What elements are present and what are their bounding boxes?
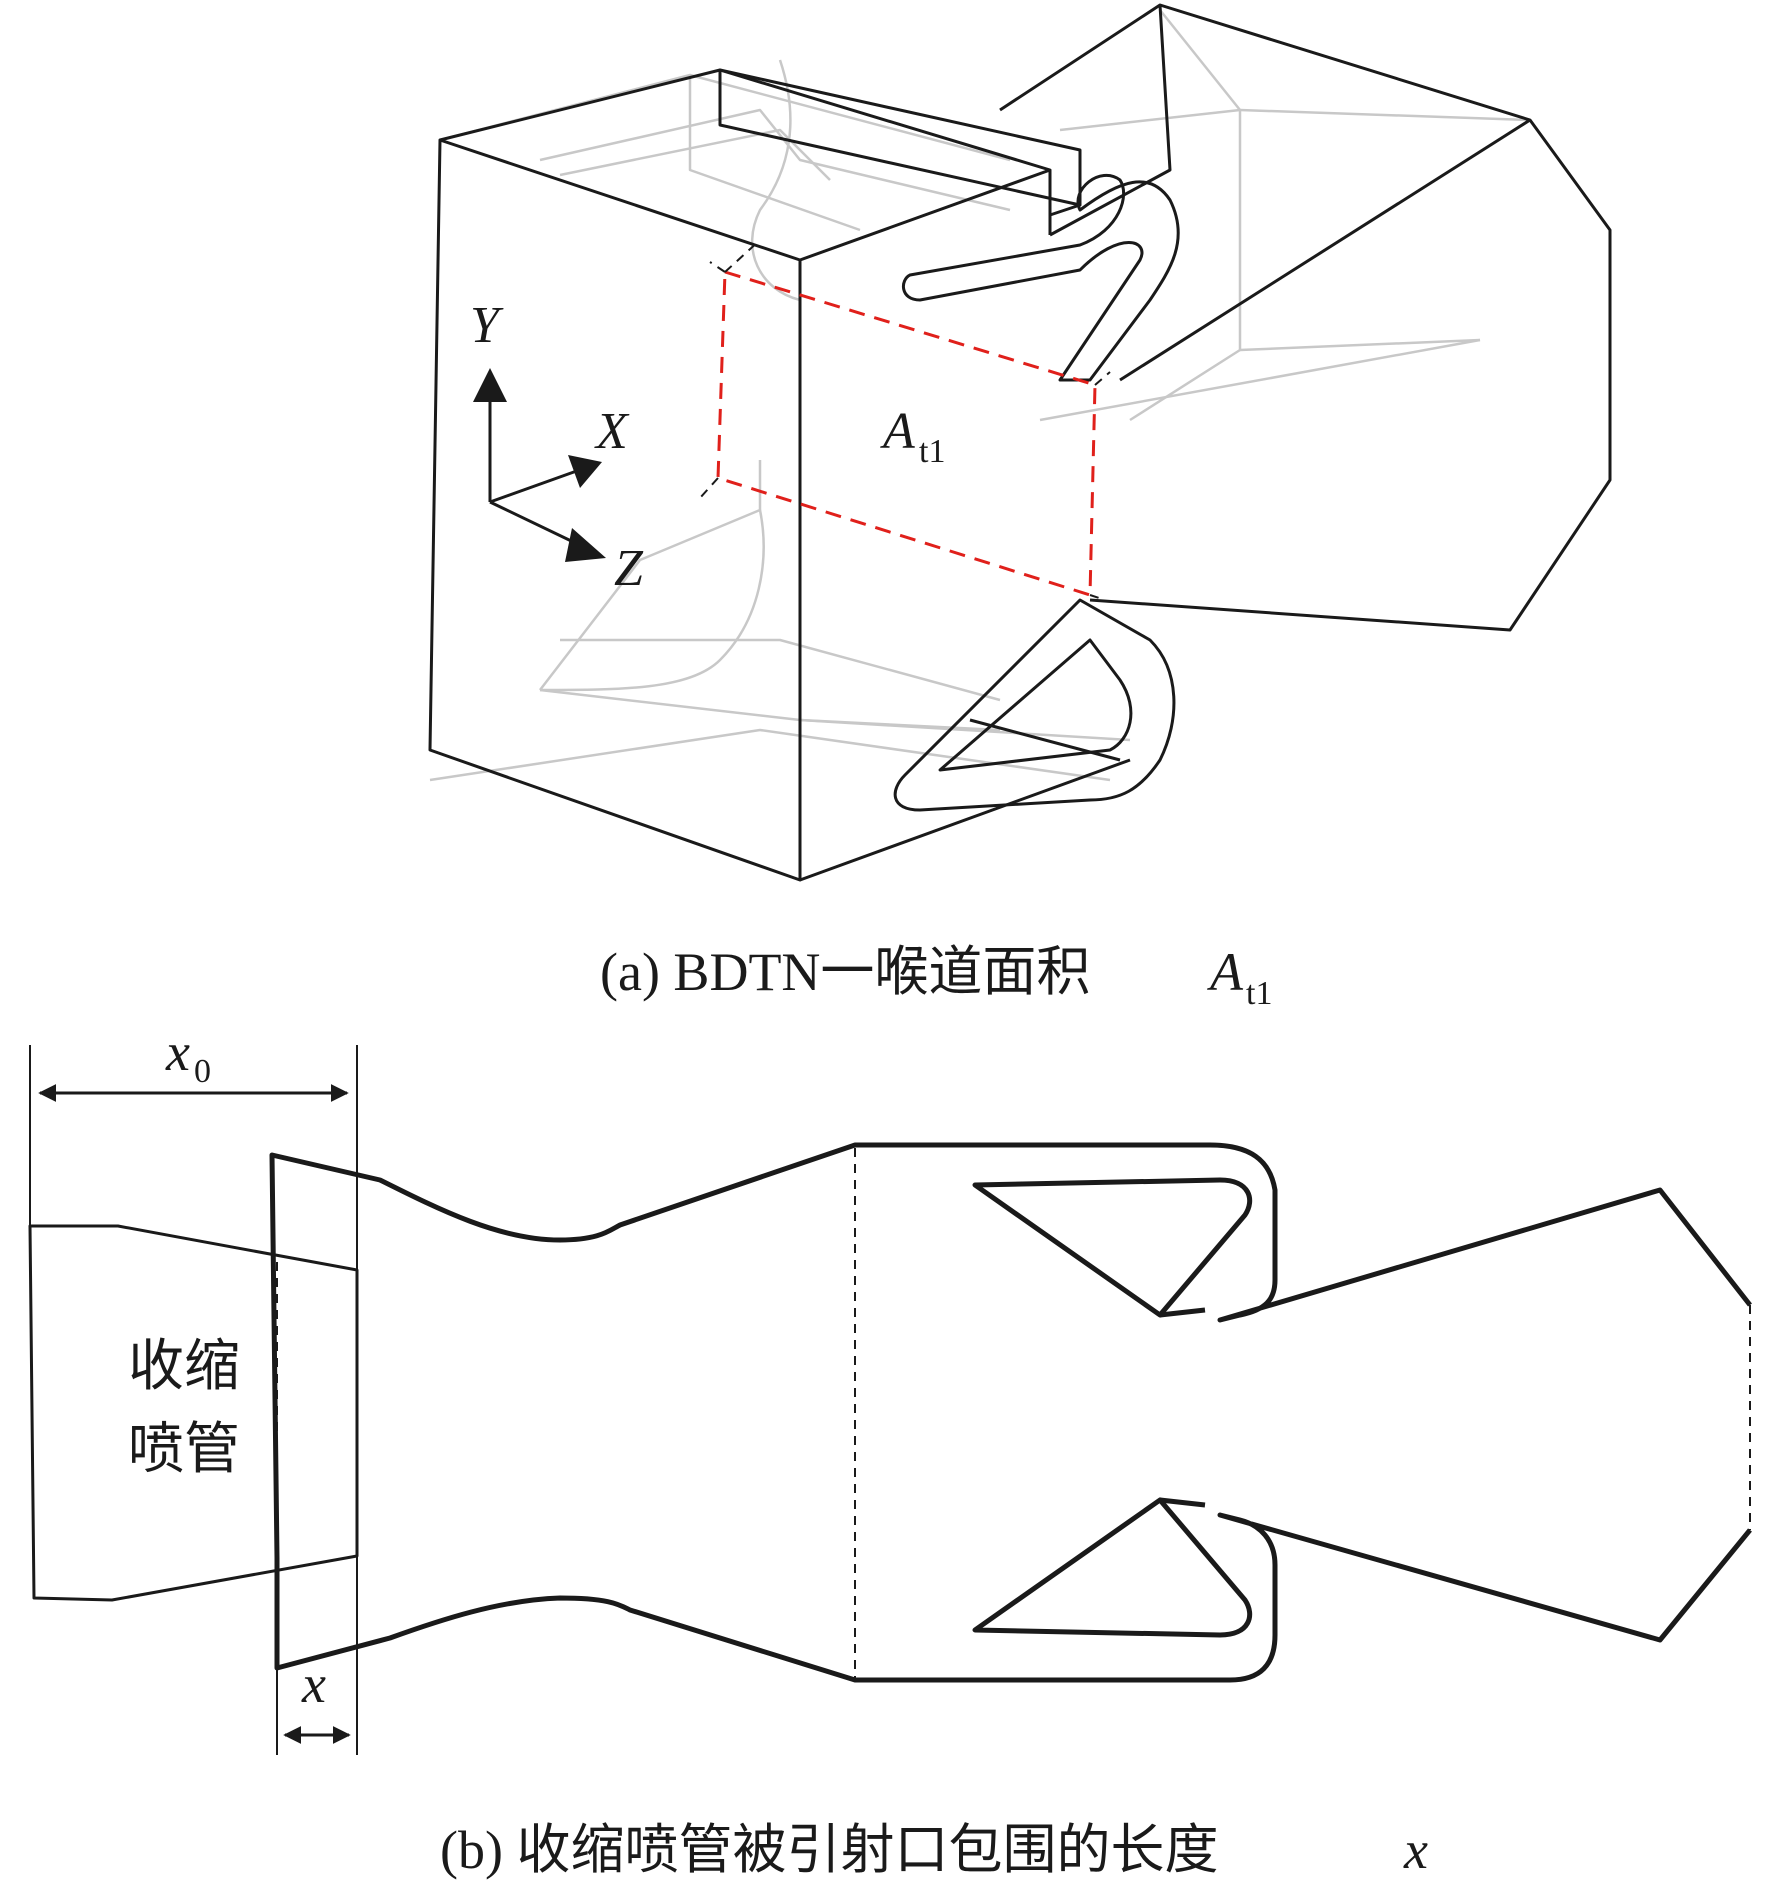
convergent-nozzle (28, 1224, 359, 1602)
nozzle-label-line2: 喷管 (128, 1419, 240, 1481)
panel-a-3d-nozzle: A t1 Y X Z (428, 3, 1612, 882)
caption-b-var: x (1403, 1820, 1428, 1880)
caption-a: (a) BDTN一喉道面积 A t1 (600, 942, 1272, 1012)
caption-b-text: (b) 收缩喷管被引射口包围的长度 (440, 1820, 1218, 1880)
rear-outlet (999, 3, 1612, 632)
caption-a-subscript: t1 (1246, 975, 1272, 1012)
front-box (428, 68, 1131, 882)
axis-z-arrowhead (565, 528, 606, 562)
bottom-vane-inner (938, 638, 1133, 772)
dimension-x0: x 0 (29, 1022, 358, 1755)
hidden-edges (429, 9, 1531, 782)
dim-x-symbol: x (301, 1654, 326, 1714)
caption-a-text: (a) BDTN一喉道面积 (600, 942, 1090, 1002)
axis-z-label: Z (614, 540, 644, 597)
caption-b: (b) 收缩喷管被引射口包围的长度 x (440, 1820, 1428, 1880)
ejector-top-contour (269, 1142, 1752, 1559)
caption-a-symbol: A (1207, 942, 1244, 1002)
panel-b-side-section: x 0 x 收缩 喷管 (28, 1022, 1752, 1755)
axis-y-label: Y (470, 297, 504, 354)
axis-x-arrowhead (568, 455, 602, 488)
dim-x0-subscript: 0 (194, 1053, 211, 1090)
top-slot (718, 68, 1082, 235)
ejector-bottom-contour (274, 1512, 1752, 1683)
dimension-x: x (276, 1654, 351, 1755)
axes-triad: Y X Z (470, 297, 644, 597)
axis-x-label: X (594, 403, 630, 460)
area-subscript: t1 (919, 433, 945, 470)
top-ejector-vane (901, 173, 1180, 382)
top-vane-hole (972, 1177, 1253, 1318)
nozzle-label-line1: 收缩 (128, 1336, 240, 1398)
axis-y-arrowhead (473, 368, 507, 402)
throat-area-outline (716, 269, 1097, 598)
bottom-ejector-vane (893, 598, 1176, 812)
bottom-vane-hole (972, 1497, 1253, 1638)
bottom-vane-inner-edge (969, 718, 1121, 762)
bottom-vane-gap (1159, 1497, 1206, 1508)
dim-x0-symbol: x (165, 1022, 190, 1082)
top-vane-gap (1159, 1307, 1206, 1318)
area-symbol: A (880, 403, 915, 460)
